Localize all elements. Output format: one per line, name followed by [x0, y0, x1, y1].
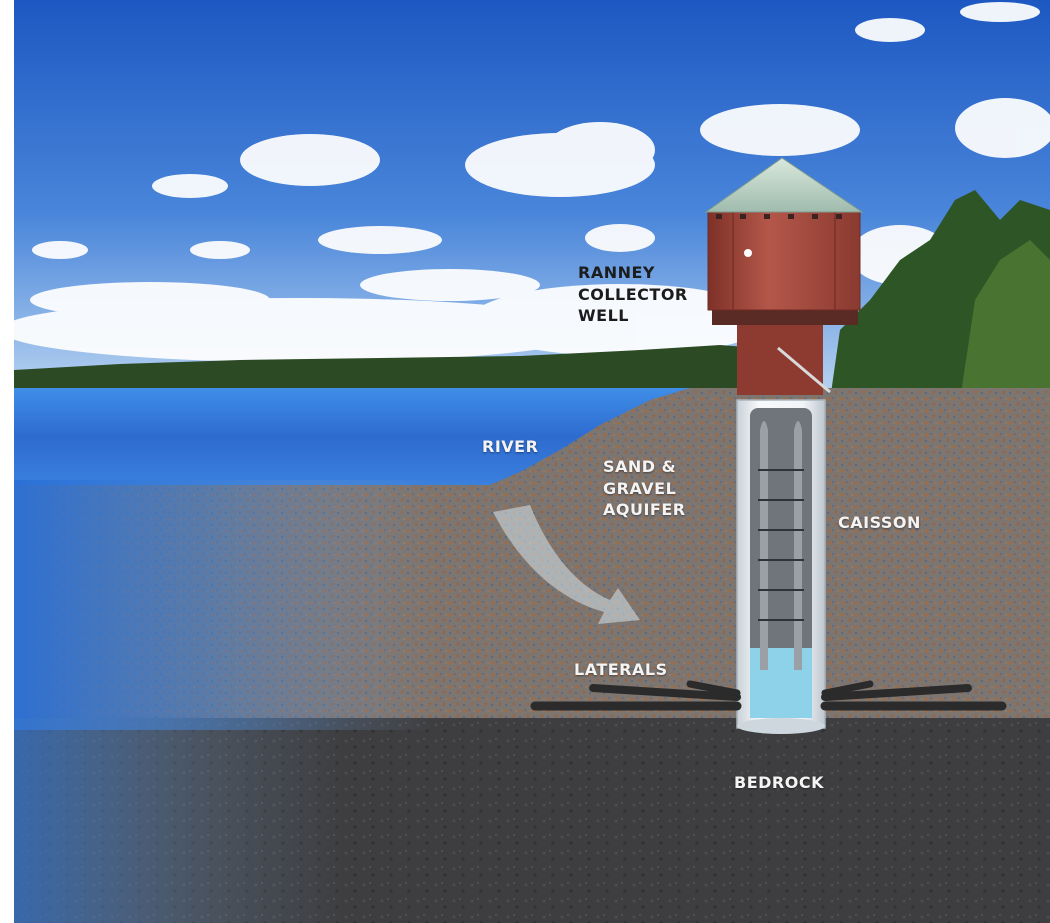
label-bedrock: BEDROCK [734, 773, 824, 792]
lateral-pipes [530, 680, 1007, 711]
label-river: RIVER [482, 437, 539, 456]
well-water [750, 648, 812, 718]
tree-line [14, 345, 760, 392]
flow-arrow [493, 505, 640, 624]
river-water [14, 388, 690, 485]
caisson [736, 399, 826, 734]
label-laterals: LATERALS [574, 660, 668, 679]
label-ranney-collector-well: RANNEY COLLECTOR WELL [578, 263, 688, 326]
clouds [0, 2, 1050, 362]
label-caisson: CAISSON [838, 513, 921, 532]
collector-tower [704, 157, 864, 395]
label-aquifer: SAND & GRAVEL AQUIFER [603, 457, 686, 520]
